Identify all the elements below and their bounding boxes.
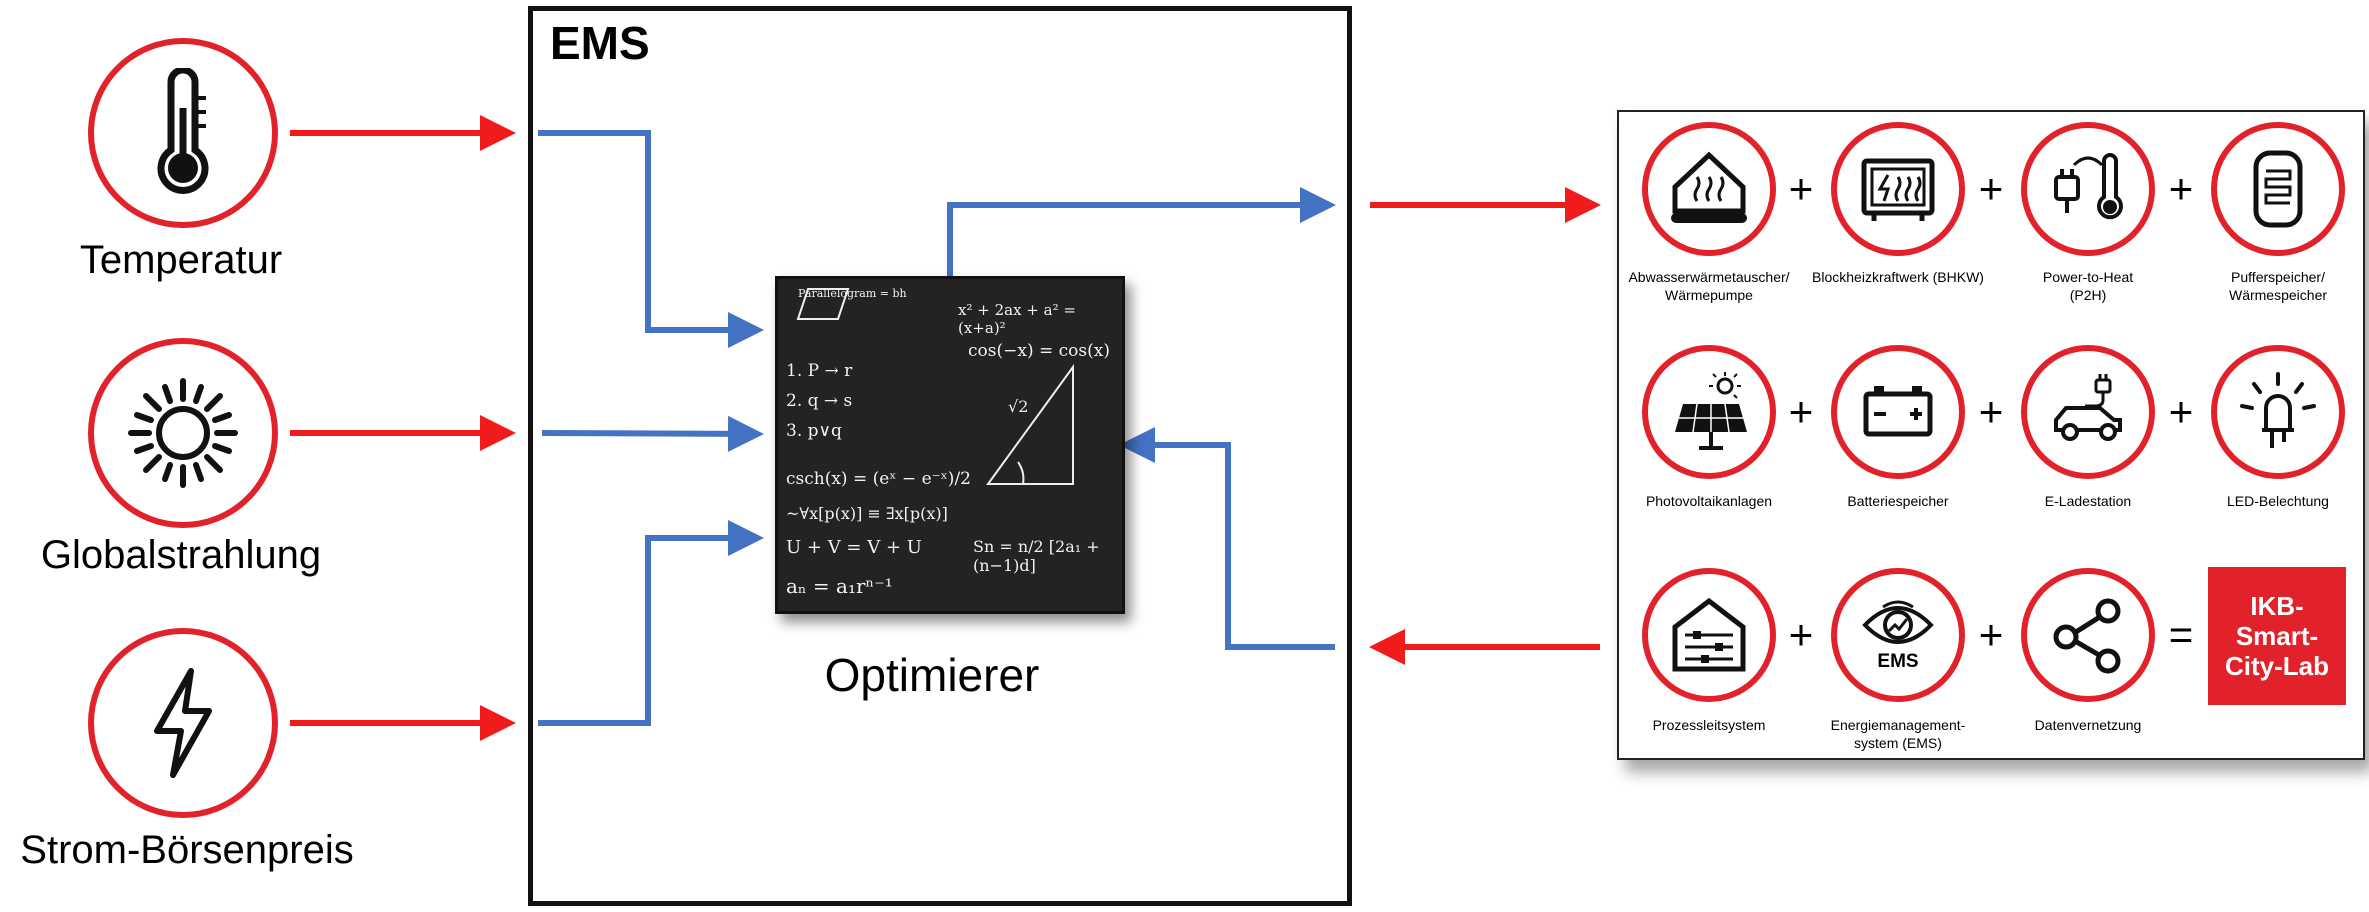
share-circle <box>2021 568 2155 702</box>
plus-sign: + <box>1978 165 2004 212</box>
plus-sign: + <box>1788 165 1814 212</box>
radiation-label: Globalstrahlung <box>40 533 322 577</box>
chalk-line-5: 3. p∨q <box>786 421 842 441</box>
caption-pv: Photovoltaikanlagen <box>1645 493 1773 509</box>
plus-sign: + <box>2168 388 2194 435</box>
heat-storage-icon <box>2253 150 2303 228</box>
radiation-circle <box>88 338 278 528</box>
battery-circle <box>1831 345 1965 479</box>
ems-box <box>528 6 1352 906</box>
thermometer-icon <box>157 68 209 194</box>
caption-network: Datenvernetzung <box>2034 717 2142 733</box>
chalk-line-7: √2 <box>1008 397 1029 416</box>
ems-eye-circle: EMS <box>1831 568 1965 702</box>
optimizer-label: Optimierer <box>824 649 1040 701</box>
chp-plant-icon <box>1861 158 1935 221</box>
chalk-line-11: Sn = n/2 [2a₁ + (n−1)d] <box>973 537 1100 575</box>
caption-storage: Pufferspeicher/ Wärmespeicher <box>2228 269 2328 303</box>
lightning-icon <box>154 668 212 778</box>
chp-circle <box>1831 122 1965 256</box>
caption-battery: Batteriespeicher <box>1847 493 1949 509</box>
price-flow-line <box>538 520 764 726</box>
process-control-circle <box>1642 568 1776 702</box>
plus-sign: + <box>1788 611 1814 658</box>
solar-panel-icon <box>1675 372 1747 450</box>
caption-heat-pump: Abwasserwärmetauscher/ Wärmepumpe <box>1628 269 1790 303</box>
price-circle <box>88 628 278 818</box>
p2h-circle <box>2021 122 2155 256</box>
chalkboard-optimizer: Parallelogram = bh x² + 2ax + a² = (x+a)… <box>775 276 1125 614</box>
chalk-line-6: cos(−x) = cos(x) <box>968 341 1110 361</box>
chalk-line-12: aₙ = a₁rⁿ⁻¹ <box>786 574 893 598</box>
plus-sign: + <box>1788 388 1814 435</box>
chalk-line-8: csch(x) = (eˣ − e⁻ˣ)/2 <box>786 469 971 489</box>
radiation-flow-line <box>541 415 764 452</box>
process-control-icon <box>1672 597 1746 672</box>
chalk-line-10: U + V = V + U <box>786 537 922 558</box>
chalk-line-4: 2. q → s <box>786 391 853 411</box>
plus-sign: + <box>1978 611 2004 658</box>
chalk-line-9: ~∀x[p(x)] ≡ ∃x[p(x)] <box>786 504 948 523</box>
heat-pump-icon <box>1671 151 1747 223</box>
plus-sign: + <box>2168 165 2194 212</box>
temperature-flow-line <box>538 130 764 348</box>
chalk-line-1: Parallelogram = bh <box>798 287 907 300</box>
battery-icon <box>1863 386 1933 437</box>
chalk-sketches <box>796 288 1074 485</box>
caption-process-control: Prozessleitsystem <box>1652 717 1766 733</box>
temperature-circle <box>88 38 278 228</box>
ev-circle <box>2021 345 2155 479</box>
ems-badge: EMS <box>1877 651 1919 672</box>
chalk-line-3: 1. P → r <box>786 361 853 381</box>
optimizer-output-line <box>947 187 1336 278</box>
share-network-icon <box>2053 598 2121 674</box>
ems-title: EMS <box>550 17 650 69</box>
price-label: Strom-Börsenpreis <box>20 828 354 872</box>
ems-eye-icon <box>1862 600 1934 644</box>
chalk-line-2: x² + 2ax + a² = (x+a)² <box>958 301 1076 337</box>
storage-circle <box>2211 122 2345 256</box>
temperature-label: Temperatur <box>79 238 283 282</box>
sun-icon <box>128 378 238 488</box>
caption-chp: Blockheizkraftwerk (BHKW) <box>1812 269 1984 285</box>
heat-pump-circle <box>1642 122 1776 256</box>
ev-charging-icon <box>2054 374 2122 441</box>
caption-p2h: Power-to-Heat (P2H) <box>2042 269 2134 303</box>
led-bulb-icon <box>2240 372 2316 448</box>
caption-led: LED-Belechtung <box>2227 493 2329 509</box>
power-to-heat-icon <box>2054 153 2123 220</box>
pv-circle <box>1642 345 1776 479</box>
plus-sign: + <box>1978 388 2004 435</box>
caption-ems: Energiemanagement-system (EMS) <box>1830 717 1966 751</box>
equals-sign: = <box>2168 611 2194 658</box>
caption-ev: E-Ladestation <box>2044 493 2132 509</box>
ikb-smart-city-lab-logo: IKB-Smart-City-Lab <box>2208 567 2346 705</box>
feedback-flow-line <box>1119 427 1335 650</box>
led-circle <box>2211 345 2345 479</box>
